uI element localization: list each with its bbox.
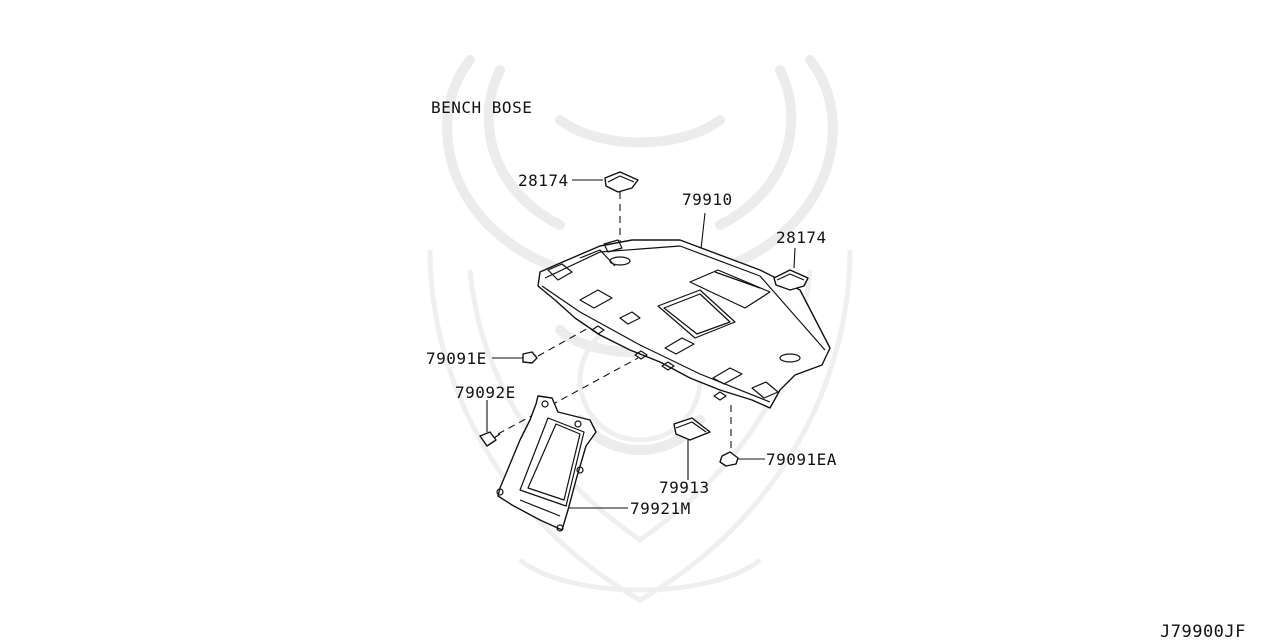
callout-79913[interactable]: 79913	[659, 478, 710, 497]
clip-79091E	[522, 351, 538, 364]
diagram-code: J79900JF	[1160, 622, 1246, 642]
fastener-79092E	[479, 431, 501, 447]
callout-79091E[interactable]: 79091E	[426, 349, 487, 368]
pad-79913	[673, 417, 711, 441]
bracket-79921M	[496, 395, 597, 532]
callout-28174-top[interactable]: 28174	[518, 171, 569, 190]
clip-28174-top	[604, 171, 639, 193]
callout-79921M[interactable]: 79921M	[630, 499, 691, 518]
callout-79092E[interactable]: 79092E	[455, 383, 516, 402]
leader-lines	[486, 179, 796, 509]
parcel-shelf-79910	[537, 239, 831, 409]
clip-79091EA	[719, 451, 739, 467]
callout-79091EA[interactable]: 79091EA	[766, 450, 837, 469]
clip-28174-right	[773, 269, 809, 291]
callout-28174-right[interactable]: 28174	[776, 228, 827, 247]
variant-label: BENCH BOSE	[431, 98, 533, 117]
callout-79910[interactable]: 79910	[682, 190, 733, 209]
